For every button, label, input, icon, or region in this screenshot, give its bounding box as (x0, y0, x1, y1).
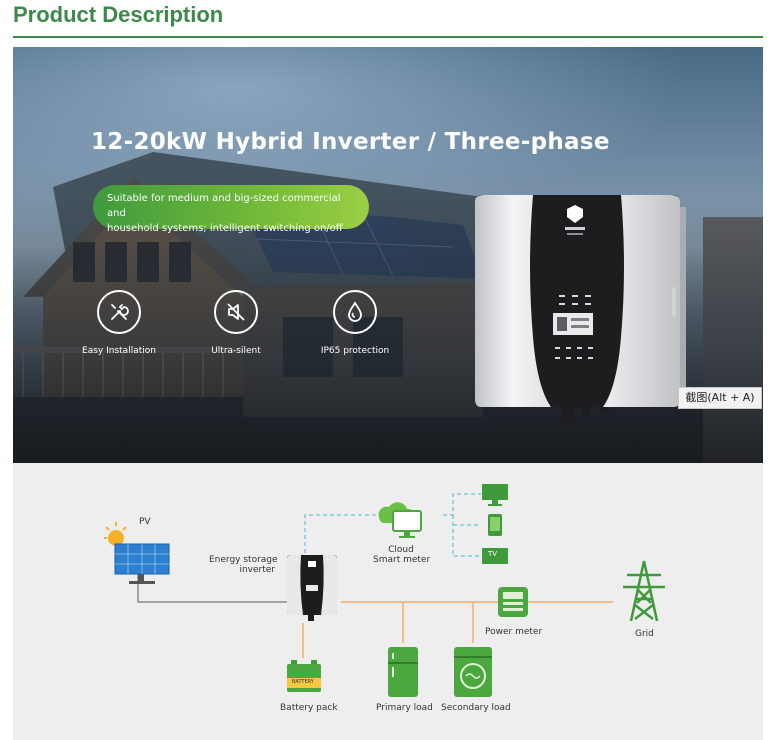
feature-ultra-silent: Ultra-silent (181, 290, 291, 356)
page-title: Product Description (13, 2, 224, 27)
tagline-line-1: Suitable for medium and big-sized commer… (107, 193, 341, 219)
inverter-label-line-1: Energy storage (209, 555, 278, 565)
hero-banner: 12-20kW Hybrid Inverter / Three-phase Su… (13, 47, 763, 463)
feature-easy-installation: Easy Installation (64, 290, 174, 356)
power-meter-icon (498, 587, 528, 617)
water-drop-icon (333, 290, 377, 334)
mute-icon (214, 290, 258, 334)
tv-label: TV (488, 550, 498, 558)
cloud-label-line-1: Cloud (388, 545, 414, 555)
smartphone-icon (488, 514, 502, 536)
battery-pack-label: Battery pack (280, 703, 338, 713)
cloud-label-line-2: Smart meter (373, 555, 431, 565)
battery-text: BATTERY (292, 679, 314, 685)
battery-pack-icon (287, 660, 321, 692)
cloud-monitor-icon (378, 502, 422, 538)
grid-tower-icon (623, 560, 665, 622)
grid-label: Grid (635, 629, 654, 639)
hero-tagline: Suitable for medium and big-sized commer… (93, 185, 369, 234)
refrigerator-icon (388, 647, 418, 697)
feature-label: Ultra-silent (211, 346, 261, 356)
tools-icon (97, 290, 141, 334)
inverter-label-line-2: inverter (239, 565, 275, 575)
cloud-smart-meter-label: Cloud Smart meter (373, 545, 431, 565)
energy-storage-inverter-icon (287, 555, 337, 621)
screenshot-tooltip: 截图(Alt + A) (678, 387, 762, 409)
primary-load-label: Primary load (376, 703, 433, 713)
secondary-load-label: Secondary load (441, 703, 511, 713)
washing-machine-icon (454, 647, 492, 697)
title-divider (13, 36, 763, 38)
feature-label: IP65 protection (320, 346, 390, 356)
solar-panel-icon (104, 522, 170, 584)
computer-monitor-icon (482, 484, 508, 506)
inverter-product-image (475, 195, 686, 423)
inverter-label: Energy storage inverter (209, 555, 278, 575)
tv-icon (482, 548, 508, 564)
feature-ip65-protection: IP65 protection (300, 290, 410, 356)
hero-title: 12-20kW Hybrid Inverter / Three-phase (91, 129, 610, 155)
feature-label: Easy Installation (82, 346, 156, 356)
pv-label: PV (139, 517, 151, 527)
power-meter-label: Power meter (485, 627, 543, 637)
system-diagram: PV Energy storage inverter Cloud Smart m… (13, 463, 763, 740)
tagline-line-2: household systems; intelligent switching… (107, 223, 343, 234)
